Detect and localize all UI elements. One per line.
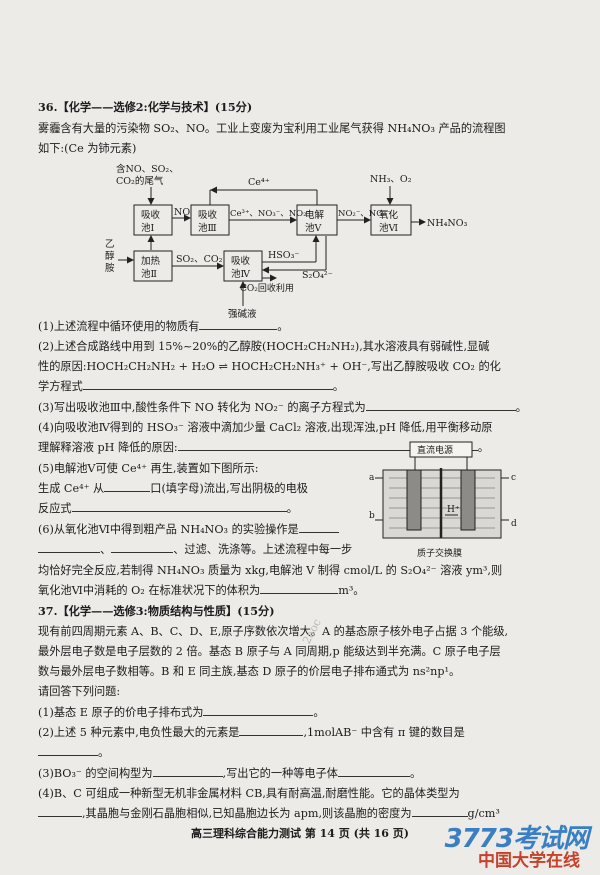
answer-blank[interactable] <box>298 519 339 533</box>
membrane-label: 质子交换膜 <box>417 547 462 559</box>
port-a: a <box>369 473 375 483</box>
svg-text:池Ⅳ: 池Ⅳ <box>231 268 251 280</box>
ethanolamine-label-2: 醇 <box>105 250 115 262</box>
q36-part1: (1)上述流程中循环使用的物质有。 <box>38 316 289 337</box>
q36-part6c: 均恰好完全反应,若制得 NH₄NO₃ 质量为 xkg,电解池 Ⅴ 制得 cmol… <box>38 564 503 577</box>
site-watermark-logo[interactable]: 3773考试网 <box>444 824 589 854</box>
answer-blank[interactable] <box>365 397 516 411</box>
s2o4-label: S₂O₄²⁻ <box>302 270 333 281</box>
svg-text:池Ⅲ: 池Ⅲ <box>198 222 217 234</box>
svg-text:池Ⅴ: 池Ⅴ <box>305 222 322 234</box>
answer-blank[interactable] <box>38 539 100 553</box>
svg-text:吸收: 吸收 <box>141 209 161 221</box>
q36-title: 36.【化学——选修2:化学与技术】(15分) <box>38 100 253 114</box>
answer-blank[interactable] <box>82 376 333 390</box>
product-label: NH₄NO₃ <box>427 218 468 229</box>
oxidizer-6-box <box>370 204 412 236</box>
q36-part4b: 理解释溶液 pH 降低的原因:。 <box>38 437 489 458</box>
right-electrode <box>460 469 476 531</box>
answer-blank[interactable] <box>111 539 174 553</box>
q37-part2: (2)上述 5 种元素中,电负性最大的元素是,1molAB⁻ 中含有 π 键的数… <box>38 722 465 743</box>
q36-part2c: 学方程式。 <box>38 376 344 397</box>
svg-text:池Ⅱ: 池Ⅱ <box>141 268 157 280</box>
site-watermark-cn[interactable]: 中国大学在线 <box>478 851 580 871</box>
ce4-label: Ce⁴⁺ <box>248 177 270 188</box>
page-footer: 高三理科综合能力测试 第 14 页 (共 16 页) <box>190 827 409 840</box>
answer-blank[interactable] <box>177 437 478 451</box>
port-c: c <box>511 473 516 483</box>
q37-line4: 请回答下列问题: <box>38 685 121 698</box>
q37-part2-cont: 。 <box>38 742 109 763</box>
answer-blank[interactable] <box>199 316 278 330</box>
q37-part3: (3)BO₃⁻ 的空间构型为,写出它的一种等电子体。 <box>38 763 421 784</box>
input-gas-label-1: 含NO、SO₂、 <box>116 163 179 175</box>
q36-part4a: (4)向吸收池Ⅳ得到的 HSO₃⁻ 溶液中滴加少量 CaCl₂ 溶液,出现浑浊,… <box>38 421 493 434</box>
svg-text:电解: 电解 <box>305 209 325 221</box>
mid-ions-label: Ce³⁺、NO₃⁻、NO₂⁻ <box>230 209 311 219</box>
q36-part5c: 反应式。 <box>38 498 298 519</box>
no-label: NO <box>174 207 190 218</box>
svg-text:加热: 加热 <box>141 255 161 267</box>
answer-blank[interactable] <box>38 742 98 756</box>
answer-blank[interactable] <box>239 722 304 736</box>
q36-intro-1: 雾霾含有大量的污染物 SO₂、NO。工业上变废为宝利用工业尾气获得 NH₄NO₃… <box>38 122 506 135</box>
q37-line1: 现有前四周期元素 A、B、C、D、E,原子序数依次增大。A 的基态原子核外电子占… <box>38 625 509 638</box>
ethanolamine-label-3: 胺 <box>105 262 115 274</box>
no2-no3-label: NO₂⁻、NO₃⁻ <box>338 209 391 219</box>
input-gas-label-2: CO₂的尾气 <box>116 175 164 187</box>
nh3-o2-label: NH₃、O₂ <box>370 174 412 185</box>
q36-intro-2: 如下:(Ce 为铈元素) <box>38 142 137 155</box>
q36-part2b: 性的原因:HOCH₂CH₂NH₂ + H₂O ⇌ HOCH₂CH₂NH₃⁺ + … <box>38 360 501 373</box>
answer-blank[interactable] <box>260 580 339 594</box>
hso3-label: HSO₃⁻ <box>268 250 299 261</box>
q37-part1: (1)基态 E 原子的价电子排布式为。 <box>38 702 325 723</box>
answer-blank[interactable] <box>337 763 410 777</box>
process-flow-diagram: 含NO、SO₂、 CO₂的尾气 吸收 池Ⅰ NO 吸收 池Ⅲ Ce⁴⁺ Ce³⁺… <box>105 163 468 320</box>
q36-part6b: 、、过滤、洗涤等。上述流程中每一步 <box>38 539 352 560</box>
q36-part2a: (2)上述合成路线中用到 15%~20%的乙醇胺(HOCH₂CH₂NH₂),其水… <box>38 340 490 353</box>
answer-blank[interactable] <box>104 478 151 492</box>
strong-base-label: 强碱液 <box>228 308 257 320</box>
q37-line3: 数与最外层电子数相等。B 和 E 同主族,基态 D 原子的价层电子排布通式为 n… <box>38 665 461 678</box>
svg-text:池Ⅰ: 池Ⅰ <box>141 222 155 234</box>
svg-text:氧化: 氧化 <box>379 209 399 221</box>
svg-text:池Ⅵ: 池Ⅵ <box>379 222 399 234</box>
q36-part3: (3)写出吸收池Ⅲ中,酸性条件下 NO 转化为 NO₂⁻ 的离子方程式为。 <box>38 397 527 418</box>
answer-blank[interactable] <box>152 763 223 777</box>
q36-part5b: 生成 Ce⁴⁺ 从口(填字母)流出,写出阴极的电极 <box>38 478 308 499</box>
power-supply-box <box>409 441 473 458</box>
q37-line2: 最外层电子数是电子层数的 2 倍。基态 B 原子与 A 同周期,p 能级达到半充… <box>38 645 501 658</box>
q36-part6a: (6)从氧化池Ⅵ中得到粗产品 NH₄NO₃ 的实验操作是 <box>38 519 339 540</box>
port-d: d <box>511 519 517 529</box>
port-b: b <box>369 511 375 521</box>
q37-part4a: (4)B、C 可组成一种新型无机非金属材料 CB,具有耐高温,耐磨性能。它的晶体… <box>38 787 460 800</box>
q37-title: 37.【化学——选修3:物质结构与性质】(15分) <box>38 604 275 618</box>
answer-blank[interactable] <box>71 498 287 512</box>
co2-recycle-label: CO₂回收利用 <box>240 282 294 294</box>
ethanolamine-label-1: 乙 <box>105 239 115 250</box>
svg-text:吸收: 吸收 <box>231 255 251 267</box>
so2-co2-label: SO₂、CO₂ <box>176 254 223 265</box>
svg-text:吸收: 吸收 <box>198 209 218 221</box>
q36-part5a: (5)电解池Ⅴ可使 Ce⁴⁺ 再生,装置如下图所示: <box>38 462 259 475</box>
answer-blank[interactable] <box>411 803 468 817</box>
left-electrode <box>406 469 422 531</box>
answer-blank[interactable] <box>38 803 82 817</box>
power-supply-label: 直流电源 <box>417 444 453 456</box>
electrolysis-cell-diagram: 直流电源 H⁺ a b c d 质子交换膜 <box>369 441 517 559</box>
answer-blank[interactable] <box>203 702 314 716</box>
hplus-label: H⁺ <box>447 505 460 515</box>
